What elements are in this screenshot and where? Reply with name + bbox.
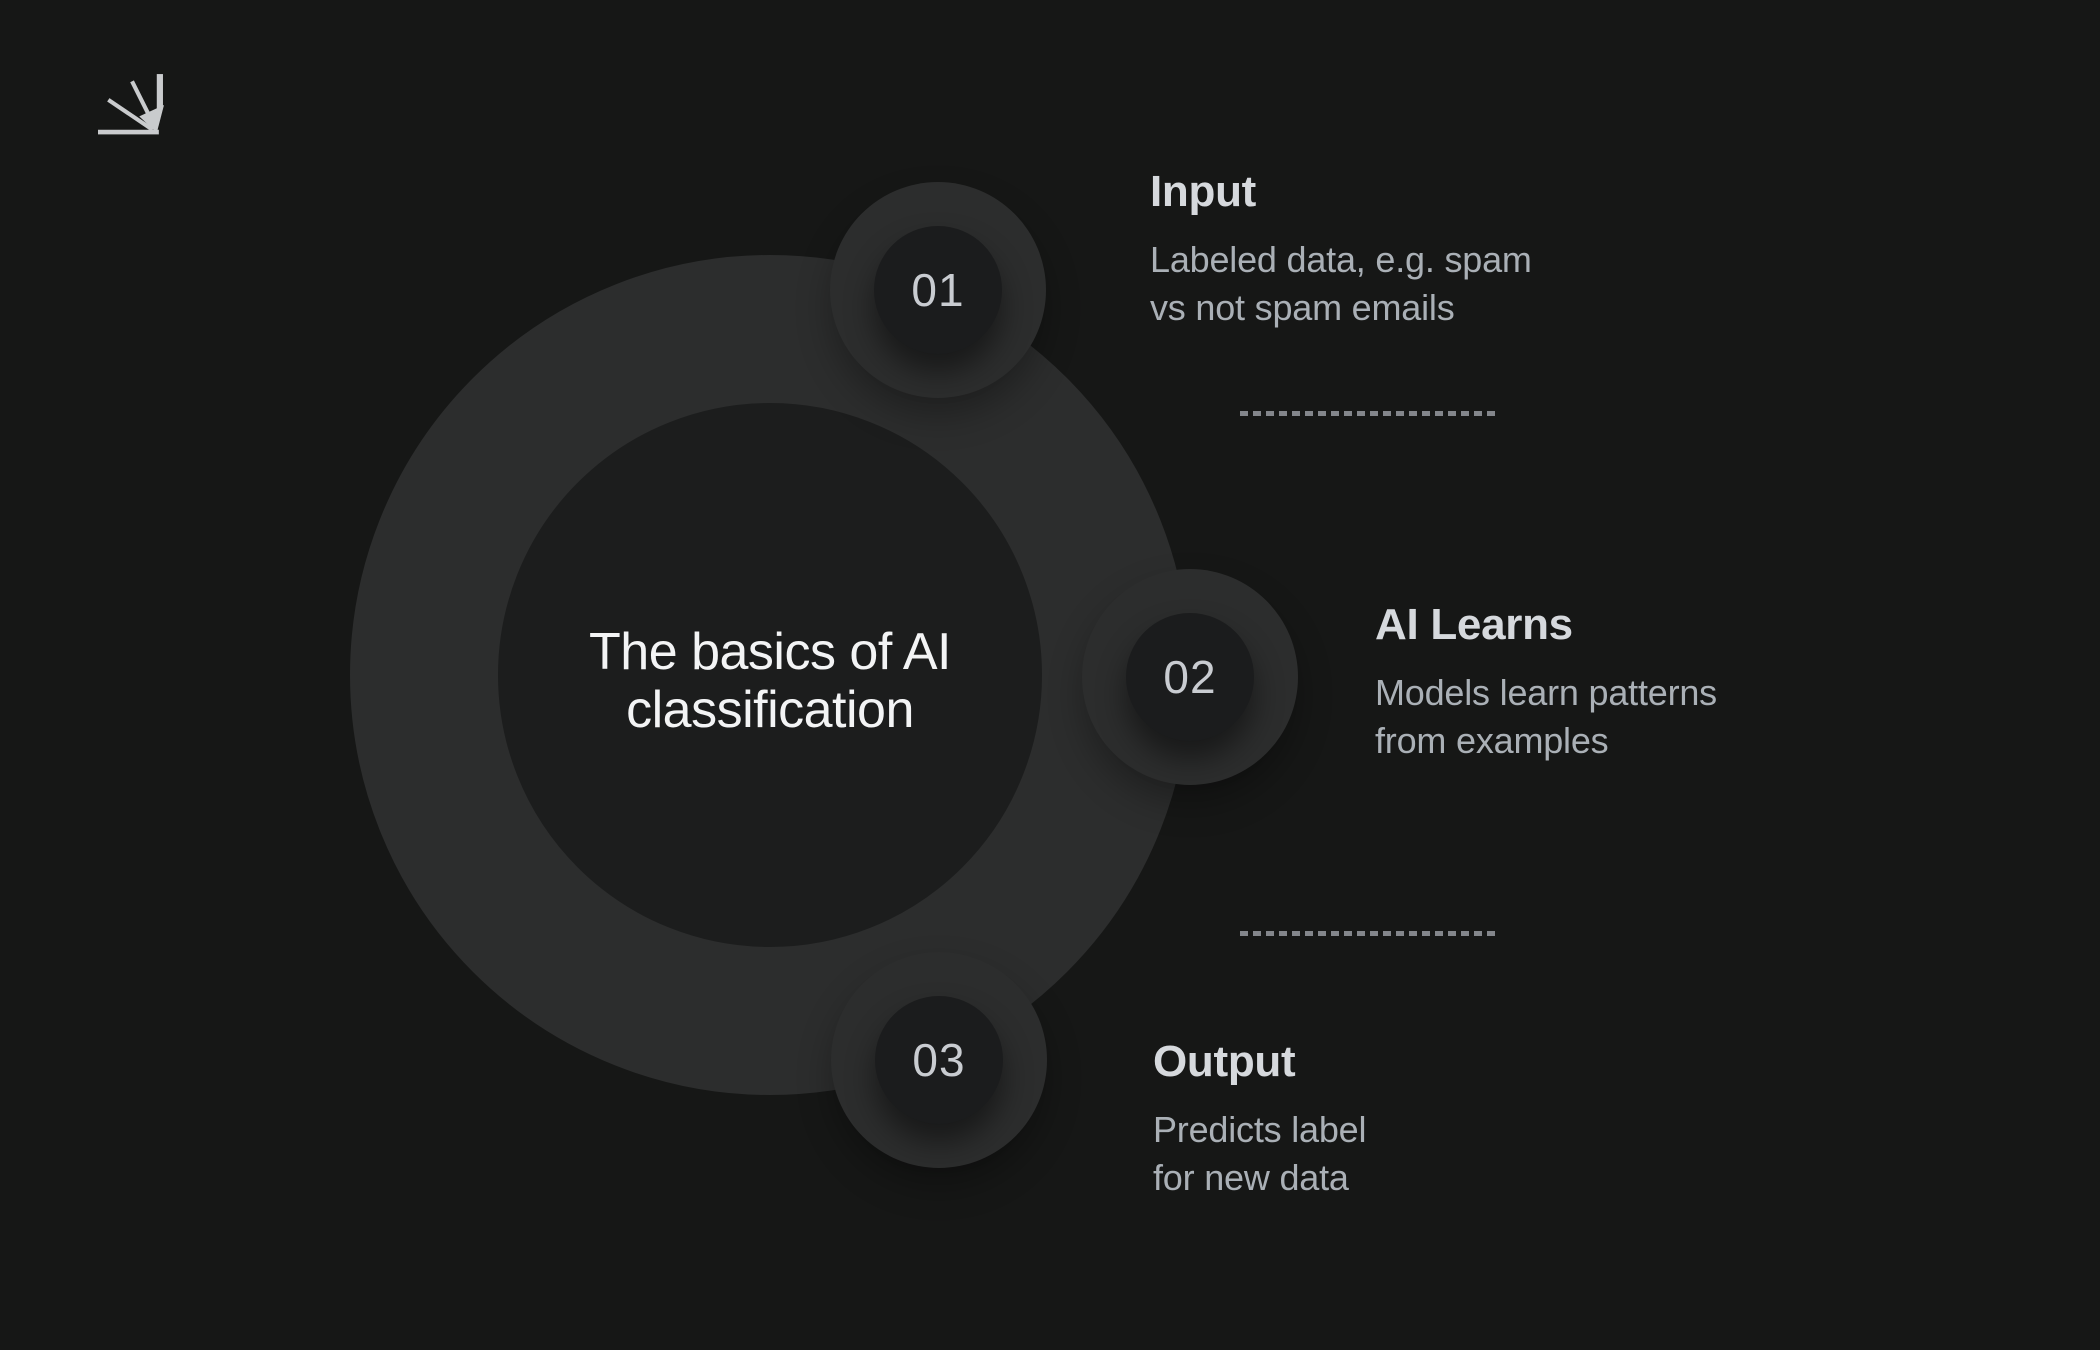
step-3-number-badge: 03 bbox=[875, 996, 1003, 1124]
dotted-divider-2 bbox=[1240, 931, 1500, 936]
step-2-description: Models learn patterns from examples bbox=[1375, 672, 1717, 761]
diagram-title: The basics of AI classification bbox=[589, 622, 951, 739]
step-2-number-badge: 02 bbox=[1126, 613, 1254, 741]
step-2-number: 02 bbox=[1163, 651, 1217, 703]
step-1-heading: Input bbox=[1150, 167, 1257, 216]
dotted-divider-1 bbox=[1240, 411, 1500, 416]
step-2-text-block: AI Learns Models learn patterns from exa… bbox=[1375, 600, 1717, 764]
step-3-text-block: Output Predicts label for new data bbox=[1153, 1037, 1367, 1201]
step-3-heading: Output bbox=[1153, 1037, 1296, 1086]
step-3-description: Predicts label for new data bbox=[1153, 1109, 1367, 1198]
step-2-heading: AI Learns bbox=[1375, 600, 1573, 649]
converging-rays-arrow-logo bbox=[98, 74, 164, 135]
step-1-text-block: Input Labeled data, e.g. spam vs not spa… bbox=[1150, 167, 1532, 331]
step-3-number: 03 bbox=[912, 1034, 966, 1086]
step-1-number: 01 bbox=[911, 264, 965, 316]
step-1-number-badge: 01 bbox=[874, 226, 1002, 354]
step-1-description: Labeled data, e.g. spam vs not spam emai… bbox=[1150, 239, 1532, 328]
